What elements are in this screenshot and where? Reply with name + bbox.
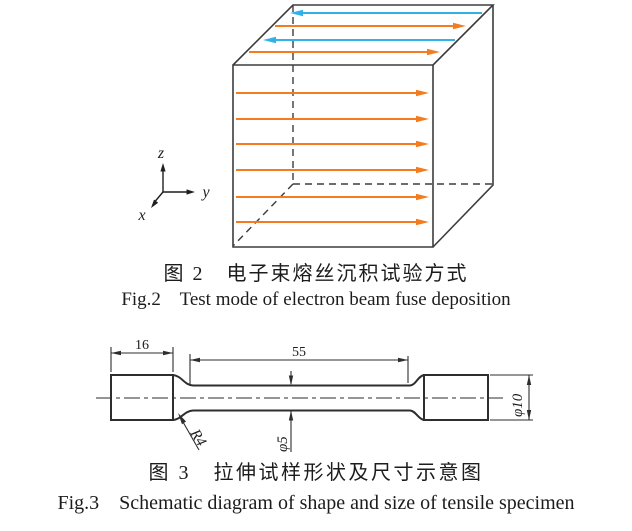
top-scan-arrow-arrowhead-icon	[263, 36, 276, 44]
dimension-label: 16	[135, 338, 149, 353]
arrowhead-icon	[163, 350, 173, 356]
arrowhead-icon	[398, 357, 408, 363]
arrowhead-icon	[526, 410, 532, 420]
z-axis-arrowhead-icon	[160, 163, 166, 172]
fig3-specimen-drawing: 16 55 φ5 φ10	[96, 338, 533, 452]
z-axis-label: z	[157, 145, 165, 162]
front-deposition-arrow-arrowhead-icon	[416, 166, 429, 174]
dimension-grip-length: 16	[110, 338, 174, 372]
front-deposition-arrow-arrowhead-icon	[416, 140, 429, 148]
y-axis-arrowhead-icon	[186, 189, 195, 195]
x-axis-label: x	[137, 207, 145, 224]
arrowhead-icon	[111, 350, 121, 356]
leader-line	[182, 421, 200, 451]
fig3-caption-zh: 图 3 拉伸试样形状及尺寸示意图	[148, 462, 484, 484]
top-face-scan-arrows	[249, 9, 482, 56]
top-scan-arrow-arrowhead-icon	[290, 9, 303, 17]
dimension-label: φ5	[275, 436, 291, 452]
specimen-bottom-profile	[172, 409, 425, 421]
cube-hidden-edge-diagonal	[232, 183, 294, 247]
top-scan-arrow-arrowhead-icon	[427, 48, 440, 56]
dimension-fillet-radius: R4	[178, 413, 209, 451]
specimen-top-profile	[172, 374, 425, 387]
arrowhead-icon	[288, 375, 294, 386]
front-deposition-arrow-arrowhead-icon	[416, 218, 429, 226]
fig3-caption-en: Fig.3 Schematic diagram of shape and siz…	[57, 492, 575, 514]
arrowhead-icon	[526, 375, 532, 385]
front-deposition-arrow-arrowhead-icon	[416, 193, 429, 201]
front-deposition-arrow-arrowhead-icon	[416, 115, 429, 123]
dimension-label: R4	[186, 426, 209, 450]
arrowhead-icon	[190, 357, 200, 363]
front-deposition-arrow-arrowhead-icon	[416, 89, 429, 97]
fig2-caption-zh: 图 2 电子束熔丝沉积试验方式	[163, 263, 469, 285]
dimension-label: φ10	[510, 393, 526, 417]
dimension-gauge-length: 55	[189, 345, 409, 384]
top-scan-arrow-arrowhead-icon	[453, 22, 466, 30]
dimension-specimen-diameter: φ10	[490, 374, 533, 421]
dimension-label: 55	[292, 345, 306, 360]
x-axis	[154, 191, 164, 202]
right-grip	[423, 374, 489, 421]
front-face-deposition-arrows	[236, 89, 429, 226]
dimension-gauge-diameter: φ5	[275, 371, 294, 452]
x-axis-arrowhead-icon	[151, 199, 159, 208]
fig2-deposition-diagram: z y x	[137, 4, 495, 248]
fig2-caption-en: Fig.2 Test mode of electron beam fuse de…	[121, 289, 511, 310]
arrowhead-icon	[178, 413, 186, 425]
y-axis-label: y	[200, 184, 210, 201]
left-grip	[110, 374, 174, 421]
cube-right-face	[432, 5, 494, 248]
arrowhead-icon	[288, 410, 294, 421]
coordinate-axes: z y x	[137, 145, 210, 224]
cube-top-face	[232, 4, 495, 66]
